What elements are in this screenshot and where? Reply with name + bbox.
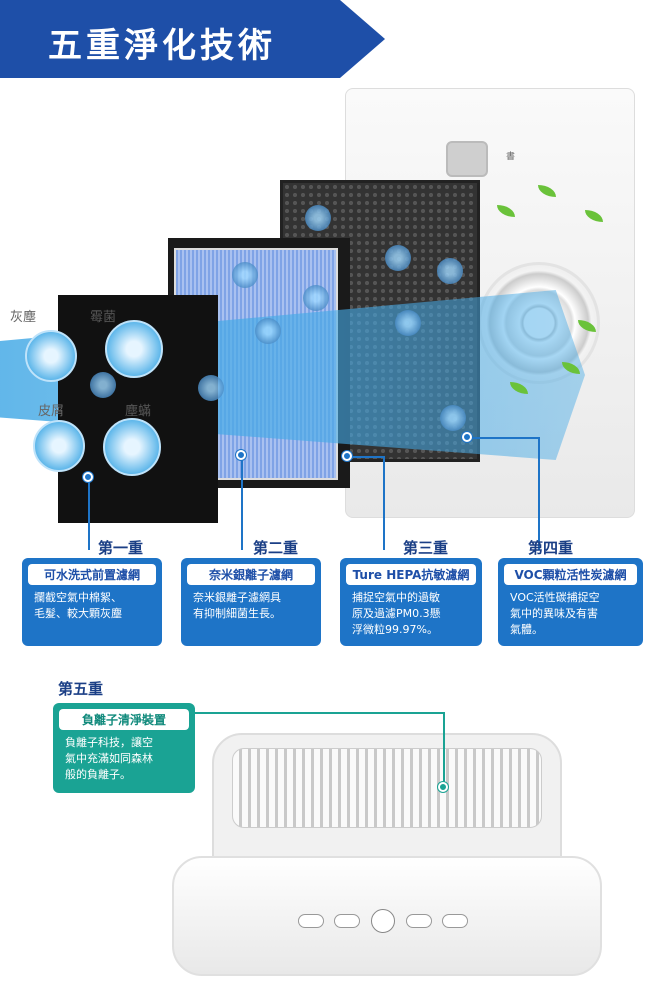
connector-dot-5 [438,782,448,792]
dander-icon [33,420,85,472]
stage-2-title: 第二重 [253,539,299,557]
stage-2-desc: 奈米銀離子濾網具 有抑制細菌生長。 [193,591,281,620]
mites-label: 塵蟎 [125,404,152,419]
virus-icon [305,205,331,231]
virus-icon [255,318,281,344]
brand-mark: 書 [506,152,516,162]
virus-icon [232,262,258,288]
connector-line-5b [443,712,445,786]
connector-dot-3 [342,451,352,461]
page-title: 五重淨化技術 [48,26,276,66]
stage-5-title: 第五重 [58,680,104,698]
virus-icon [303,285,329,311]
stage-3-card: Ture HEPA抗敏濾網 捕捉空氣中的過敏 原及過濾PM0.3懸 浮微粒99.… [340,558,482,646]
air-outlet-grille [232,748,542,828]
mite-icon [103,418,161,476]
control-button [406,914,432,928]
stage-1-card: 可水洗式前置濾網 攔截空氣中棉絮、 毛髮、較大顆灰塵 [22,558,162,646]
control-button [298,914,324,928]
stage-2-name: 奈米銀離子濾網 [187,564,315,585]
mold-label: 霉菌 [90,310,117,325]
stage-3-desc: 捕捉空氣中的過敏 原及過濾PM0.3懸 浮微粒99.97%。 [352,591,441,636]
connector-line-3a [347,456,385,458]
stage-4-desc: VOC活性碳捕捉空 氣中的異味及有害 氣體。 [510,591,600,636]
stage-4-name: VOC顆粒活性炭濾網 [504,564,637,585]
mold-icon [105,320,163,378]
control-button [442,914,468,928]
virus-icon [440,405,466,431]
stage-4-title: 第四重 [528,539,574,557]
connector-dot-1 [83,472,93,482]
title-banner [0,0,385,78]
stage-3-title: 第三重 [403,539,449,557]
connector-line-5 [195,712,445,714]
stage-1-title: 第一重 [98,539,144,557]
connector-line-4a [468,437,540,439]
connector-line-4 [538,437,540,550]
virus-icon [385,245,411,271]
virus-icon [198,375,224,401]
stage-4-card: VOC顆粒活性炭濾網 VOC活性碳捕捉空 氣中的異味及有害 氣體。 [498,558,643,646]
virus-icon [437,258,463,284]
stage-5-card: 負離子清淨裝置 負離子科技，讓空 氣中充滿如同森林 般的負離子。 [53,703,195,793]
connector-line-2 [241,458,243,550]
stage-2-card: 奈米銀離子濾網 奈米銀離子濾網具 有抑制細菌生長。 [181,558,321,646]
stage-1-desc: 攔截空氣中棉絮、 毛髮、較大顆灰塵 [34,591,122,620]
stage-5-name: 負離子清淨裝置 [59,709,189,730]
control-button [334,914,360,928]
virus-icon [395,310,421,336]
dust-icon [25,330,77,382]
connector-dot-2 [236,450,246,460]
stage-1-name: 可水洗式前置濾網 [28,564,156,585]
power-button [371,909,395,933]
dust-label: 灰塵 [10,310,37,325]
vent-grille [446,141,488,177]
stage-3-name: Ture HEPA抗敏濾網 [346,564,476,585]
stage-5-desc: 負離子科技，讓空 氣中充滿如同森林 般的負離子。 [65,736,153,781]
connector-line-1 [88,478,90,550]
connector-dot-4 [462,432,472,442]
connector-line-3 [383,456,385,550]
virus-icon [90,372,116,398]
dander-label: 皮屑 [38,404,65,419]
